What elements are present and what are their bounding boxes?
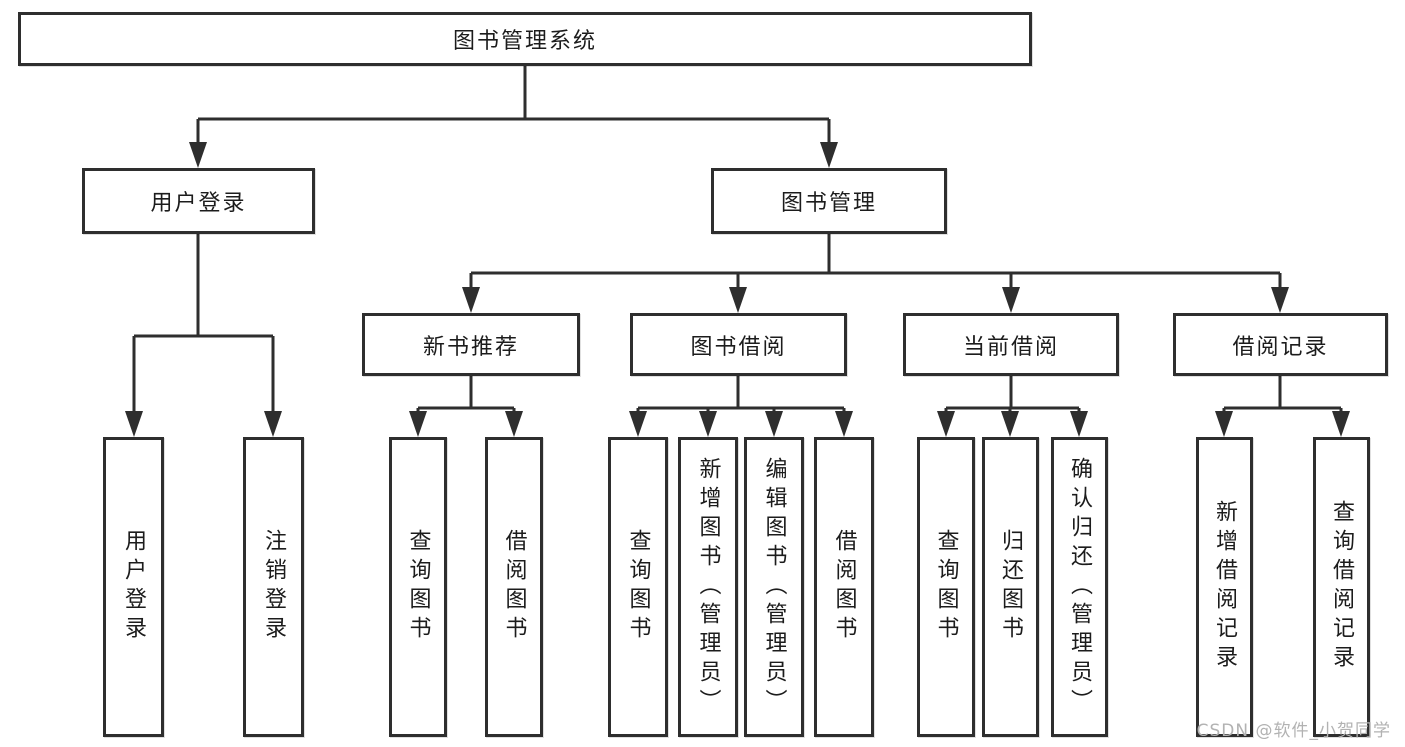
leaf-query-books-recommend-label: 查询图书 — [405, 529, 431, 645]
leaf-user-login-label: 用户登录 — [121, 529, 147, 645]
leaf-logout: 注销登录 — [243, 437, 304, 737]
node-current-borrowing-label: 当前借阅 — [962, 334, 1059, 360]
node-user-login: 用户登录 — [82, 168, 315, 234]
leaf-add-borrow-record-label: 新增借阅记录 — [1212, 500, 1238, 674]
leaf-borrow-books-borrowing-label: 借阅图书 — [831, 529, 857, 645]
leaf-add-book-admin: 新增图书（管理员） — [678, 437, 738, 737]
node-book-management-label: 图书管理 — [780, 191, 877, 216]
leaf-edit-book-admin-label: 编辑图书（管理员） — [761, 456, 787, 718]
node-book-borrowing: 图书借阅 — [630, 313, 847, 376]
leaf-borrow-books-recommend: 借阅图书 — [485, 437, 543, 737]
node-root-label: 图书管理系统 — [452, 29, 597, 54]
leaf-borrow-books-borrowing: 借阅图书 — [814, 437, 874, 737]
leaf-return-book: 归还图书 — [982, 437, 1039, 737]
leaf-add-book-admin-label: 新增图书（管理员） — [695, 456, 721, 718]
leaf-query-borrow-record-label: 查询借阅记录 — [1329, 500, 1355, 674]
node-new-book-recommend: 新书推荐 — [362, 313, 580, 376]
node-borrowing-records: 借阅记录 — [1173, 313, 1388, 376]
leaf-confirm-return-admin: 确认归还（管理员） — [1051, 437, 1108, 737]
leaf-query-books-recommend: 查询图书 — [389, 437, 447, 737]
leaf-logout-label: 注销登录 — [261, 529, 287, 645]
node-book-management: 图书管理 — [711, 168, 947, 234]
csdn-watermark: CSDN @软件_小贺同学 — [1196, 721, 1391, 741]
leaf-confirm-return-admin-label: 确认归还（管理员） — [1067, 456, 1093, 718]
leaf-query-borrow-record: 查询借阅记录 — [1313, 437, 1370, 737]
leaf-add-borrow-record: 新增借阅记录 — [1196, 437, 1253, 737]
leaf-user-login: 用户登录 — [103, 437, 164, 737]
leaf-query-books-borrowing: 查询图书 — [608, 437, 668, 737]
node-new-book-recommend-label: 新书推荐 — [422, 334, 519, 360]
node-current-borrowing: 当前借阅 — [903, 313, 1119, 376]
node-book-borrowing-label: 图书借阅 — [690, 334, 787, 360]
leaf-borrow-books-recommend-label: 借阅图书 — [501, 529, 527, 645]
node-root: 图书管理系统 — [18, 12, 1032, 66]
arrowheads — [125, 142, 1350, 437]
node-user-login-label: 用户登录 — [150, 191, 247, 216]
leaf-query-books-borrowing-label: 查询图书 — [625, 529, 651, 645]
leaf-query-books-current-label: 查询图书 — [933, 529, 959, 645]
leaf-return-book-label: 归还图书 — [998, 529, 1024, 645]
node-borrowing-records-label: 借阅记录 — [1232, 334, 1329, 360]
leaf-edit-book-admin: 编辑图书（管理员） — [744, 437, 804, 737]
leaf-query-books-current: 查询图书 — [917, 437, 975, 737]
